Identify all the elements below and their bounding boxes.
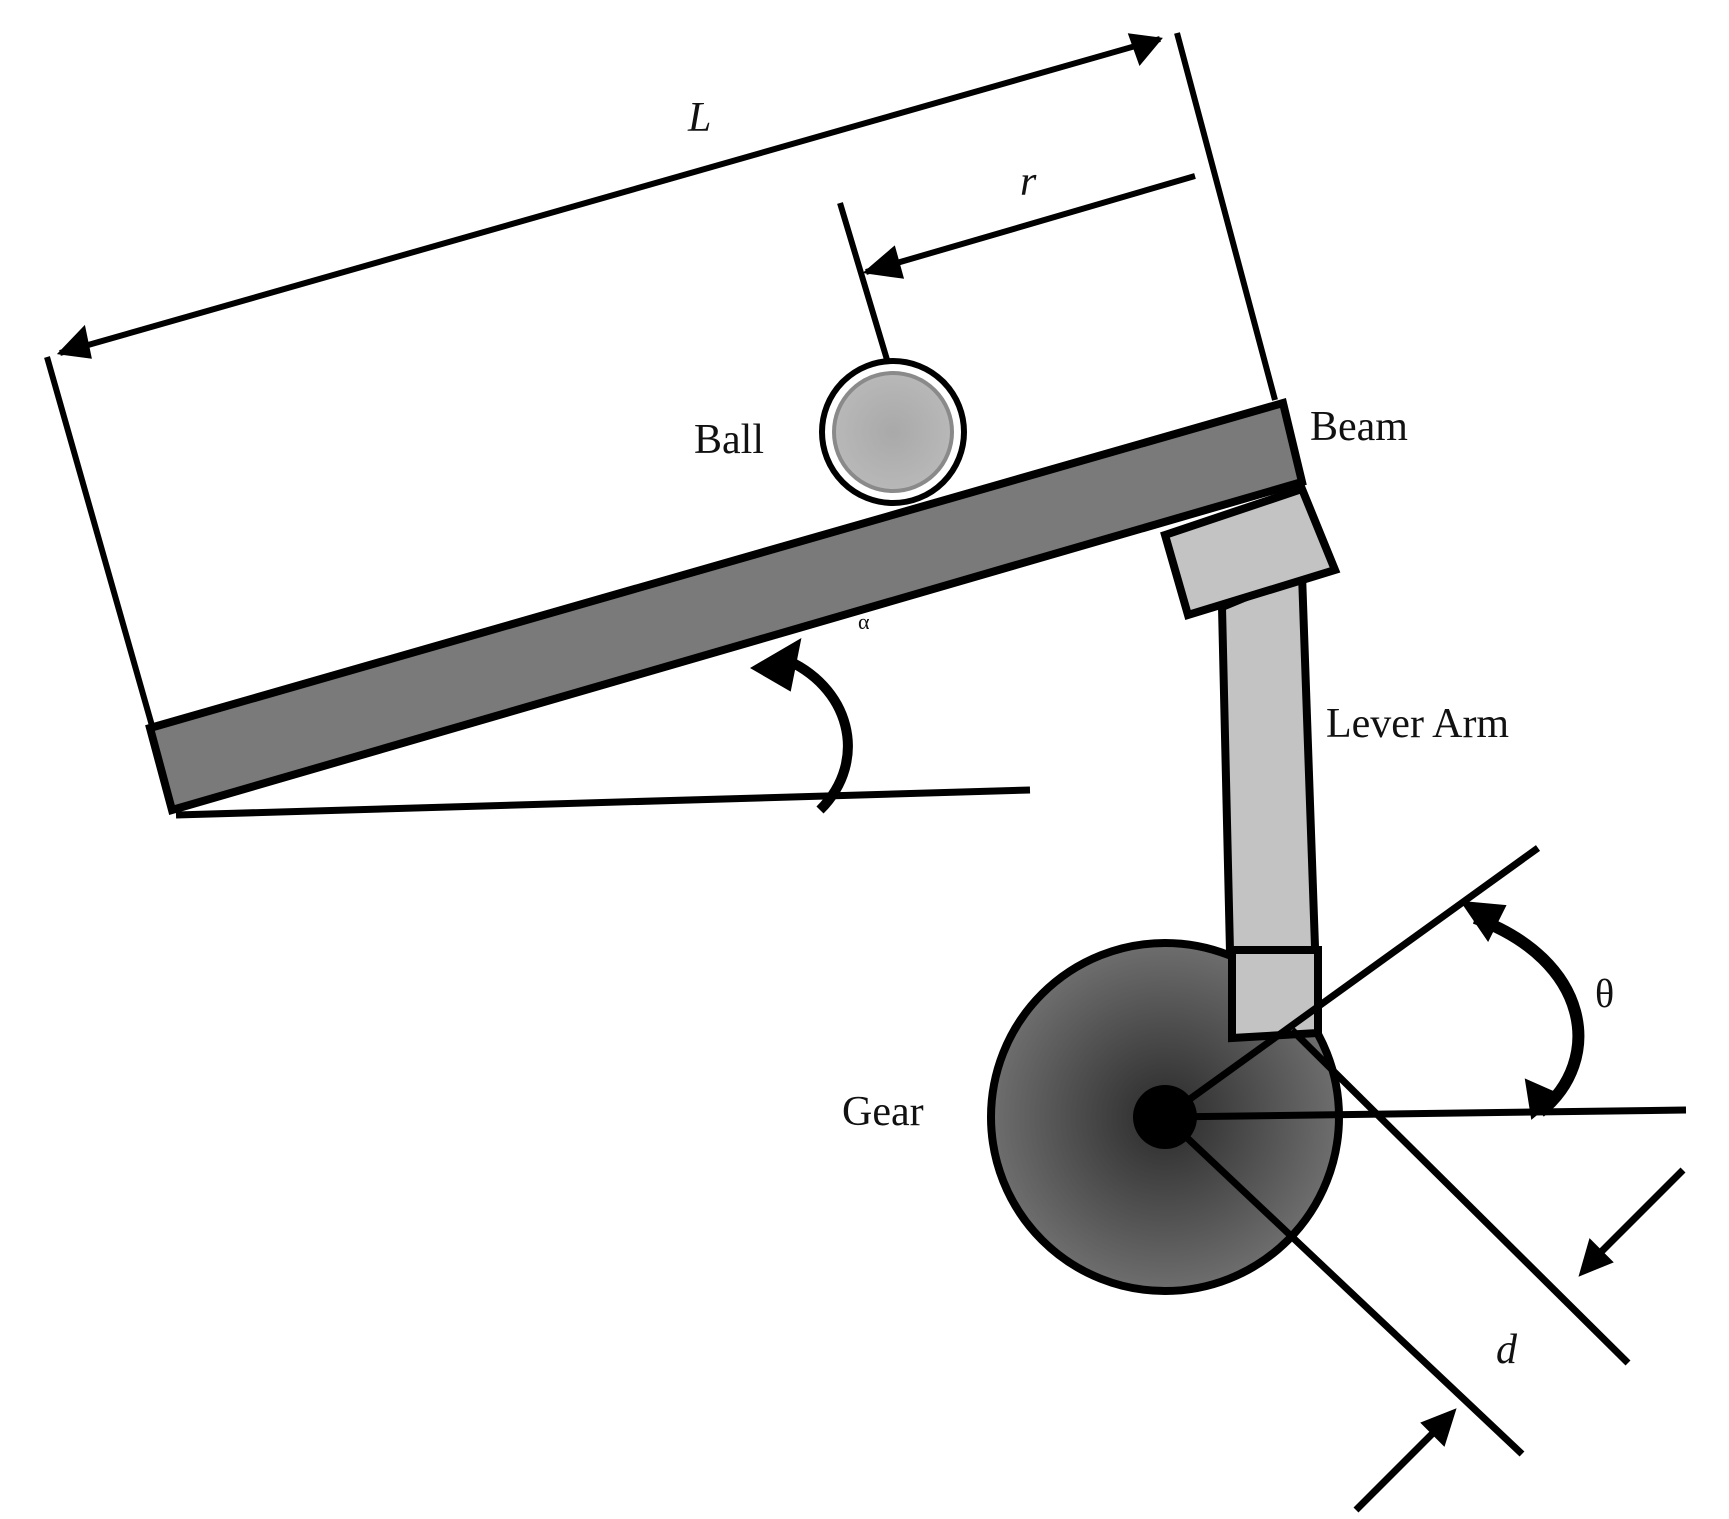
length-arrow-line: [59, 36, 1161, 356]
gear-label: Gear: [842, 1089, 924, 1135]
beam-angle-arc: [780, 653, 853, 814]
lever-arm-joint: [1160, 484, 1341, 621]
distance-arrowhead-lower: [1420, 1408, 1457, 1447]
gear-angle-baseline: [1164, 1106, 1687, 1121]
lever-arm-overlap: [1228, 946, 1322, 1043]
ball-label: Ball: [694, 417, 764, 463]
distance-line-inner: [1162, 1114, 1525, 1457]
lever-arm-label: Lever Arm: [1326, 701, 1509, 747]
gear-angle-ray: [1162, 845, 1541, 1120]
position-extension: [837, 202, 891, 364]
length-arrowhead-right: [1127, 33, 1163, 66]
beam-angle-arrowhead: [750, 638, 802, 692]
distance-arrow-upper: [1587, 1167, 1686, 1266]
beam: [145, 398, 1307, 815]
gear-angle: [1162, 845, 1687, 1121]
beam-angle-baseline: [175, 786, 1031, 819]
length-extension-right: [1174, 32, 1278, 401]
distance-arrow-lower: [1353, 1425, 1441, 1513]
beam-label: Beam: [1310, 404, 1408, 450]
position-arrow-line: [865, 173, 1196, 275]
distance-arrowhead-upper: [1578, 1238, 1614, 1277]
position-arrowhead: [862, 245, 905, 279]
distance-line-outer: [1289, 1027, 1631, 1366]
length-arrowhead-left: [56, 324, 92, 359]
beam-angle: [175, 638, 1031, 819]
gear-angle-arrowhead-bottom: [1524, 1078, 1562, 1120]
length-label: L: [687, 95, 711, 141]
position-label: r: [1020, 159, 1037, 205]
beam-angle-label: α: [858, 609, 870, 634]
position-dimension: [837, 173, 1196, 364]
gear-angle-arrowhead-top: [1459, 900, 1507, 942]
distance-label: d: [1496, 1327, 1518, 1373]
gear-angle-label: θ: [1595, 971, 1614, 1016]
gear-angle-arc: [1472, 912, 1585, 1117]
ball-inner: [832, 371, 954, 493]
distance-dimension: [1162, 1027, 1686, 1513]
length-dimension: [44, 32, 1278, 811]
